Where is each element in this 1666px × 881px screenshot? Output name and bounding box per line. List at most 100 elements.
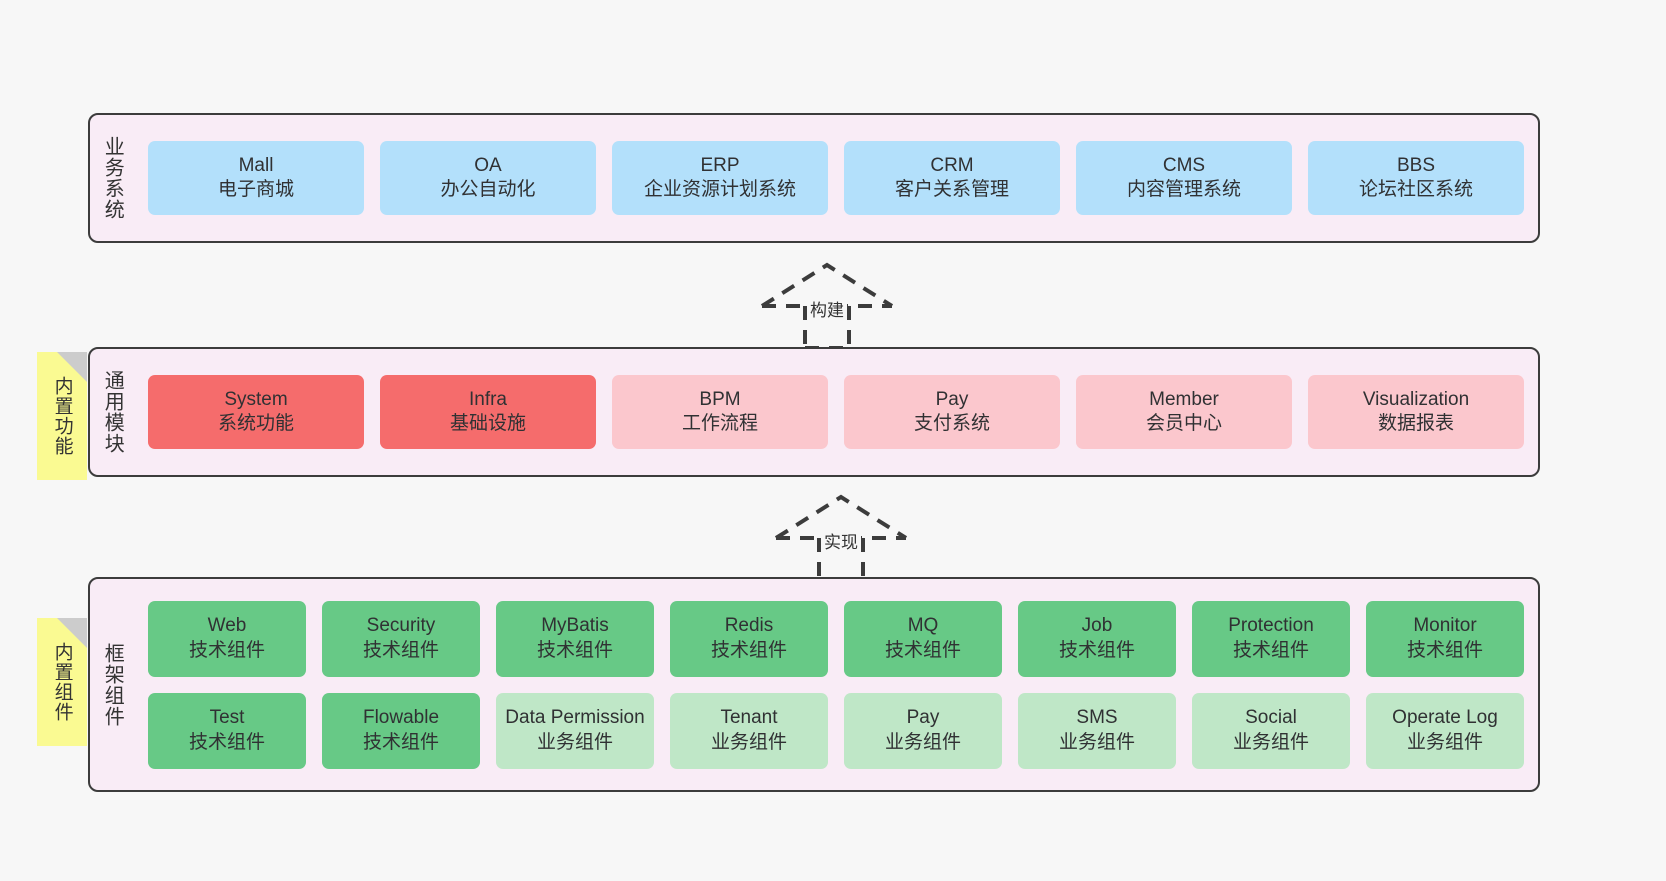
card-subtitle: 技术组件 <box>188 639 265 661</box>
card-subtitle: 基础设施 <box>449 413 526 434</box>
card-subtitle: 业务组件 <box>884 731 961 753</box>
framework-card-operate-log[interactable]: Operate Log 业务组件 <box>1366 692 1524 769</box>
framework-card-data-permission[interactable]: Data Permission 业务组件 <box>496 692 654 769</box>
card-subtitle: 业务组件 <box>1232 731 1309 753</box>
card-subtitle: 技术组件 <box>536 639 613 661</box>
card-subtitle: 业务组件 <box>1058 731 1135 753</box>
framework-card-pay[interactable]: Pay 业务组件 <box>844 692 1002 769</box>
module-card-visualization[interactable]: Visualization 数据报表 <box>1308 375 1524 449</box>
sticky-note-label: 内置功能 <box>51 376 73 456</box>
card-subtitle: 论坛社区系统 <box>1358 179 1473 200</box>
framework-card-security[interactable]: Security 技术组件 <box>322 600 480 677</box>
layer-title-business-system: 业务系统 <box>101 136 124 220</box>
card-title: Web <box>207 615 247 637</box>
business-card-oa[interactable]: OA 办公自动化 <box>380 141 596 215</box>
card-subtitle: 技术组件 <box>1058 639 1135 661</box>
module-card-infra[interactable]: Infra 基础设施 <box>380 375 596 449</box>
framework-card-monitor[interactable]: Monitor 技术组件 <box>1366 600 1524 677</box>
card-subtitle: 客户关系管理 <box>894 179 1009 200</box>
card-title: Tenant <box>720 707 778 729</box>
business-card-row: Mall 电子商城 OA 办公自动化 ERP 企业资源计划系统 CRM 客户关系… <box>148 141 1524 215</box>
business-card-erp[interactable]: ERP 企业资源计划系统 <box>612 141 828 215</box>
card-title: Data Permission <box>505 707 645 729</box>
card-subtitle: 技术组件 <box>884 639 961 661</box>
card-title: Protection <box>1228 615 1314 637</box>
card-title: Social <box>1245 707 1297 729</box>
framework-card-flowable[interactable]: Flowable 技术组件 <box>322 692 480 769</box>
card-title: BPM <box>699 388 741 410</box>
card-subtitle: 技术组件 <box>1406 639 1483 661</box>
framework-card-test[interactable]: Test 技术组件 <box>148 692 306 769</box>
card-title: Pay <box>906 707 940 729</box>
layer-business-system: 业务系统 Mall 电子商城 OA 办公自动化 ERP 企业资源计划系统 CRM… <box>88 113 1540 243</box>
framework-card-tenant[interactable]: Tenant 业务组件 <box>670 692 828 769</box>
framework-mixed-row: Test 技术组件 Flowable 技术组件 Data Permission … <box>148 692 1524 769</box>
card-title: Job <box>1081 615 1113 637</box>
card-subtitle: 技术组件 <box>362 639 439 661</box>
layer-body-general-modules: System 系统功能 Infra 基础设施 BPM 工作流程 Pay 支付系统… <box>134 349 1538 475</box>
framework-card-mq[interactable]: MQ 技术组件 <box>844 600 1002 677</box>
module-card-system[interactable]: System 系统功能 <box>148 375 364 449</box>
card-title: Visualization <box>1362 388 1470 410</box>
card-title: Redis <box>724 615 774 637</box>
card-subtitle: 办公自动化 <box>440 179 536 200</box>
card-subtitle: 技术组件 <box>710 639 787 661</box>
card-title: CMS <box>1162 154 1206 176</box>
card-title: System <box>224 388 288 410</box>
card-title: Pay <box>935 388 969 410</box>
framework-card-social[interactable]: Social 业务组件 <box>1192 692 1350 769</box>
connector-implement-label: 实现 <box>821 528 861 553</box>
card-title: SMS <box>1076 707 1118 729</box>
business-card-bbs[interactable]: BBS 论坛社区系统 <box>1308 141 1524 215</box>
framework-card-job[interactable]: Job 技术组件 <box>1018 600 1176 677</box>
card-title: Monitor <box>1413 615 1477 637</box>
layer-body-framework-components: Web 技术组件 Security 技术组件 MyBatis 技术组件 Redi… <box>134 579 1538 790</box>
framework-tech-row: Web 技术组件 Security 技术组件 MyBatis 技术组件 Redi… <box>148 600 1524 677</box>
card-title: MyBatis <box>541 615 609 637</box>
layer-body-business-system: Mall 电子商城 OA 办公自动化 ERP 企业资源计划系统 CRM 客户关系… <box>134 115 1538 241</box>
card-subtitle: 系统功能 <box>217 413 294 434</box>
module-card-bpm[interactable]: BPM 工作流程 <box>612 375 828 449</box>
card-title: Operate Log <box>1392 707 1498 729</box>
layer-title-general-modules: 通用模块 <box>101 370 124 454</box>
card-subtitle: 工作流程 <box>681 413 758 434</box>
card-subtitle: 企业资源计划系统 <box>643 179 796 200</box>
card-subtitle: 业务组件 <box>710 731 787 753</box>
framework-card-sms[interactable]: SMS 业务组件 <box>1018 692 1176 769</box>
connector-build-label: 构建 <box>807 296 847 321</box>
module-card-member[interactable]: Member 会员中心 <box>1076 375 1292 449</box>
card-subtitle: 数据报表 <box>1377 413 1454 434</box>
business-card-crm[interactable]: CRM 客户关系管理 <box>844 141 1060 215</box>
card-subtitle: 业务组件 <box>536 731 613 753</box>
card-title: CRM <box>930 154 974 176</box>
layer-title-framework-components: 框架组件 <box>101 642 124 727</box>
card-title: Member <box>1149 388 1219 410</box>
card-subtitle: 技术组件 <box>362 731 439 753</box>
framework-card-redis[interactable]: Redis 技术组件 <box>670 600 828 677</box>
module-card-pay[interactable]: Pay 支付系统 <box>844 375 1060 449</box>
card-subtitle: 业务组件 <box>1406 731 1483 753</box>
module-card-row: System 系统功能 Infra 基础设施 BPM 工作流程 Pay 支付系统… <box>148 375 1524 449</box>
card-title: Flowable <box>362 707 440 729</box>
framework-card-protection[interactable]: Protection 技术组件 <box>1192 600 1350 677</box>
business-card-cms[interactable]: CMS 内容管理系统 <box>1076 141 1292 215</box>
card-title: BBS <box>1396 154 1436 176</box>
card-subtitle: 内容管理系统 <box>1126 179 1241 200</box>
framework-card-mybatis[interactable]: MyBatis 技术组件 <box>496 600 654 677</box>
layer-framework-components: 框架组件 Web 技术组件 Security 技术组件 MyBatis 技术组件… <box>88 577 1540 792</box>
card-subtitle: 电子商城 <box>217 179 294 200</box>
business-card-mall[interactable]: Mall 电子商城 <box>148 141 364 215</box>
framework-card-web[interactable]: Web 技术组件 <box>148 600 306 677</box>
card-title: ERP <box>700 154 740 176</box>
card-title: Infra <box>468 388 508 410</box>
layer-general-modules: 通用模块 System 系统功能 Infra 基础设施 BPM 工作流程 Pay… <box>88 347 1540 477</box>
sticky-note-label: 内置组件 <box>51 642 73 722</box>
card-title: Security <box>366 615 436 637</box>
card-title: OA <box>474 154 502 176</box>
card-title: Test <box>209 707 245 729</box>
sticky-note-builtin-components: 内置组件 <box>37 618 87 746</box>
card-subtitle: 技术组件 <box>188 731 265 753</box>
connector-build: 构建 <box>756 262 898 350</box>
card-subtitle: 会员中心 <box>1145 413 1222 434</box>
